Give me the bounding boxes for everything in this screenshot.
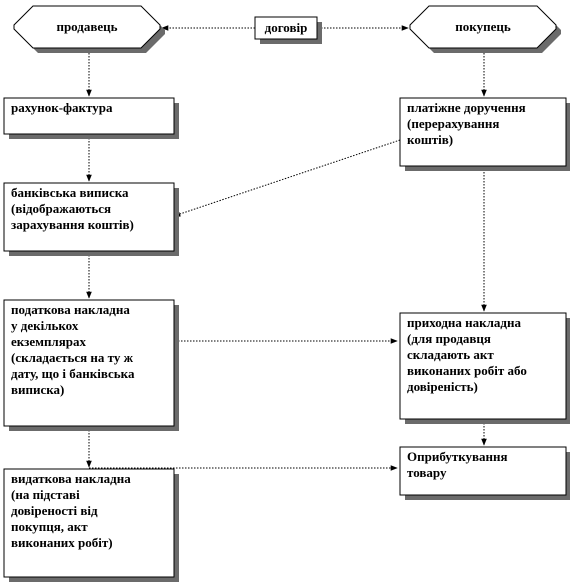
node-box bbox=[3, 97, 175, 135]
node-label-line: рахунок-фактура bbox=[11, 100, 113, 115]
node-label-line: податкова накладна bbox=[11, 302, 130, 317]
node-label-line: виписка) bbox=[11, 382, 64, 397]
node-box bbox=[3, 468, 175, 578]
node-box bbox=[399, 97, 567, 167]
node-label-line: Оприбуткування bbox=[407, 449, 508, 464]
node-label-line: (складається на ту ж bbox=[11, 350, 134, 365]
node-label-line: складають акт bbox=[407, 347, 494, 362]
node-label-line: у декількох bbox=[11, 318, 79, 333]
node-label-line: покупця, акт bbox=[11, 519, 88, 534]
node-label-line: дату, що і банківська bbox=[11, 366, 135, 381]
node-label-line: платіжне доручення bbox=[407, 100, 526, 115]
node-label-line: приходна накладна bbox=[407, 315, 521, 330]
node-label-line: виконаних робіт) bbox=[11, 535, 113, 550]
node-buyer: покупець bbox=[409, 5, 561, 53]
node-label-line: товару bbox=[407, 465, 447, 480]
node-label-line: видаткова накладна bbox=[11, 471, 131, 486]
node-label-line: (перерахування bbox=[407, 116, 499, 131]
node-label-line: (для продавця bbox=[407, 331, 491, 346]
node-label-line: довіреності від bbox=[11, 503, 98, 518]
node-label-line: коштів) bbox=[407, 132, 453, 147]
node-label-line: довіреність) bbox=[407, 379, 478, 394]
node-box bbox=[409, 5, 557, 49]
node-contract: договір bbox=[254, 16, 322, 44]
node-bank-statement: банківська виписка(відображаютьсязарахув… bbox=[3, 182, 179, 256]
edges bbox=[86, 25, 487, 471]
node-outgoing-invoice: видаткова накладна(на підставідовіреност… bbox=[3, 468, 179, 582]
node-invoice: рахунок-фактура bbox=[3, 97, 179, 139]
node-label-line: екземплярах bbox=[11, 334, 86, 349]
node-box bbox=[399, 312, 567, 420]
node-label-line: (відображаються bbox=[11, 201, 111, 216]
node-box bbox=[3, 299, 175, 427]
node-label-line: банківська виписка bbox=[11, 185, 129, 200]
node-seller: продавець bbox=[13, 5, 165, 53]
node-label-line: продавець bbox=[56, 19, 117, 34]
node-box bbox=[13, 5, 161, 49]
node-label-line: договір bbox=[265, 20, 308, 35]
node-label-line: зарахування коштів) bbox=[11, 217, 134, 232]
edge-payment-bank bbox=[173, 139, 401, 217]
node-label-line: (на підставі bbox=[11, 487, 80, 502]
node-box bbox=[3, 182, 175, 252]
node-box bbox=[254, 16, 318, 40]
node-label-line: виконаних робіт або bbox=[407, 363, 527, 378]
node-label-line: покупець bbox=[455, 19, 511, 34]
node-incoming-invoice: приходна накладна(для продавцяскладають … bbox=[399, 312, 570, 424]
node-box bbox=[399, 446, 567, 496]
